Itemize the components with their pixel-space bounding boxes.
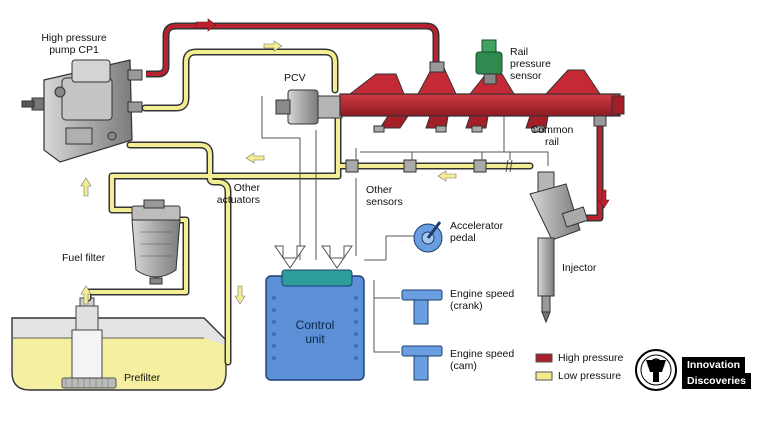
label-common-rail: Common rail [530, 124, 574, 148]
label-control-unit: Control unit [295, 318, 335, 346]
label-pcv: PCV [284, 72, 306, 84]
accelerator-pedal-sensor [413, 221, 443, 253]
label-other-sensors: Other sensors [366, 184, 403, 208]
return-line-fittings [345, 159, 513, 173]
common-rail [339, 61, 625, 133]
fuel-tank [11, 317, 227, 391]
label-other-actuators: Other actuators [216, 182, 260, 206]
legend-high-pressure: High pressure [558, 352, 624, 364]
brand-logo [635, 349, 677, 391]
high-pressure-lines [146, 22, 604, 222]
brand-line-1: Innovation [682, 357, 746, 373]
rail-pressure-sensor [475, 39, 503, 85]
label-fuel-filter: Fuel filter [62, 252, 106, 264]
label-high-pressure-pump: High pressure pump CP1 [41, 32, 107, 56]
label-rail-pressure-sensor: Rail pressure sensor [510, 46, 551, 82]
high-pressure-pump [21, 59, 143, 163]
engine-speed-sensor-cam [401, 345, 443, 381]
tank-pump-module [71, 297, 103, 379]
ecu-input-arrows [274, 245, 353, 269]
injector [529, 171, 589, 324]
legend-swatches [535, 353, 553, 381]
fuel-filter [131, 199, 181, 285]
engine-speed-sensor-crank [401, 289, 443, 325]
label-injector: Injector [562, 262, 597, 274]
label-engine-speed-cam: Engine speed (cam) [450, 348, 515, 372]
prefilter-strainer [61, 377, 117, 389]
wiring [261, 84, 549, 353]
pressure-control-valve [275, 89, 343, 125]
label-engine-speed-crank: Engine speed (crank) [450, 288, 515, 312]
legend-low-pressure: Low pressure [558, 370, 622, 382]
label-accelerator-pedal: Accelerator pedal [450, 220, 504, 244]
brand-line-2: Discoveries [682, 373, 751, 389]
flow-arrows [80, 18, 610, 305]
label-prefilter: Prefilter [124, 372, 161, 384]
control-unit-box [265, 269, 365, 381]
